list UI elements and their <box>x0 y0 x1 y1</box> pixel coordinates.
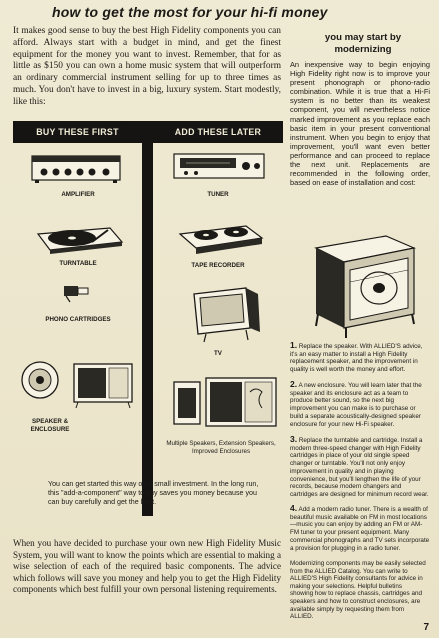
step-3-number: 3. <box>290 434 298 444</box>
tuner-label: TUNER <box>207 191 229 198</box>
step-4: 4. Add a modern radio tuner. There is a … <box>290 503 430 552</box>
step-2-number: 2. <box>290 379 298 389</box>
tape-recorder-label: TAPE RECORDER <box>191 262 245 269</box>
step-4-text: Add a modern radio tuner. There is a wea… <box>290 506 430 552</box>
step-1-number: 1. <box>290 340 298 350</box>
step-1: 1. Replace the speaker. With ALLIED'S ad… <box>290 340 430 374</box>
speaker-enclosure-label: SPEAKER & ENCLOSURE <box>30 418 70 433</box>
console-phonograph-illustration <box>314 235 417 338</box>
phono-cartridges-label: PHONO CARTRIDGES <box>45 316 111 323</box>
step-3-text: Replace the turntable and cartridge. Ins… <box>290 437 429 498</box>
turntable-illustration <box>36 227 124 254</box>
speaker-enclosure-illustration <box>21 361 133 409</box>
extension-speakers-illustration <box>173 377 277 427</box>
step-2: 2. A new enclosure. You will learn later… <box>290 379 430 428</box>
closing-note: Modernizing components may be easily sel… <box>290 560 426 621</box>
add-later-header: ADD THESE LATER <box>153 121 283 143</box>
step-4-number: 4. <box>290 503 298 513</box>
tv-label: TV <box>214 350 222 357</box>
page-number: 7 <box>423 622 429 633</box>
step-2-text: A new enclosure. You will learn later th… <box>290 382 422 428</box>
step-3: 3. Replace the turntable and cartridge. … <box>290 434 430 499</box>
extension-speakers-label: Multiple Speakers, Extension Speakers, I… <box>166 440 276 455</box>
modernizing-heading: you may start by modernizing <box>324 32 402 55</box>
tuner-illustration <box>173 153 265 179</box>
modernizing-body: An inexpensive way to begin enjoying Hig… <box>290 60 430 188</box>
chart-caption: You can get started this way on a small … <box>48 480 259 506</box>
page-title: how to get the most for your hi-fi money <box>52 4 328 20</box>
step-1-text: Replace the speaker. With ALLIED'S advic… <box>290 343 423 374</box>
phono-cartridge-illustration <box>64 286 89 303</box>
intro-paragraph: It makes good sense to buy the best High… <box>13 26 281 107</box>
tape-recorder-illustration <box>178 225 264 254</box>
tv-illustration <box>193 287 260 343</box>
turntable-label: TURNTABLE <box>59 260 97 267</box>
outro-paragraph: When you have decided to purchase your o… <box>13 538 281 594</box>
amplifier-label: AMPLIFIER <box>61 191 95 198</box>
column-divider <box>142 121 153 516</box>
buy-first-header: BUY THESE FIRST <box>13 121 142 143</box>
amplifier-illustration <box>31 155 121 183</box>
